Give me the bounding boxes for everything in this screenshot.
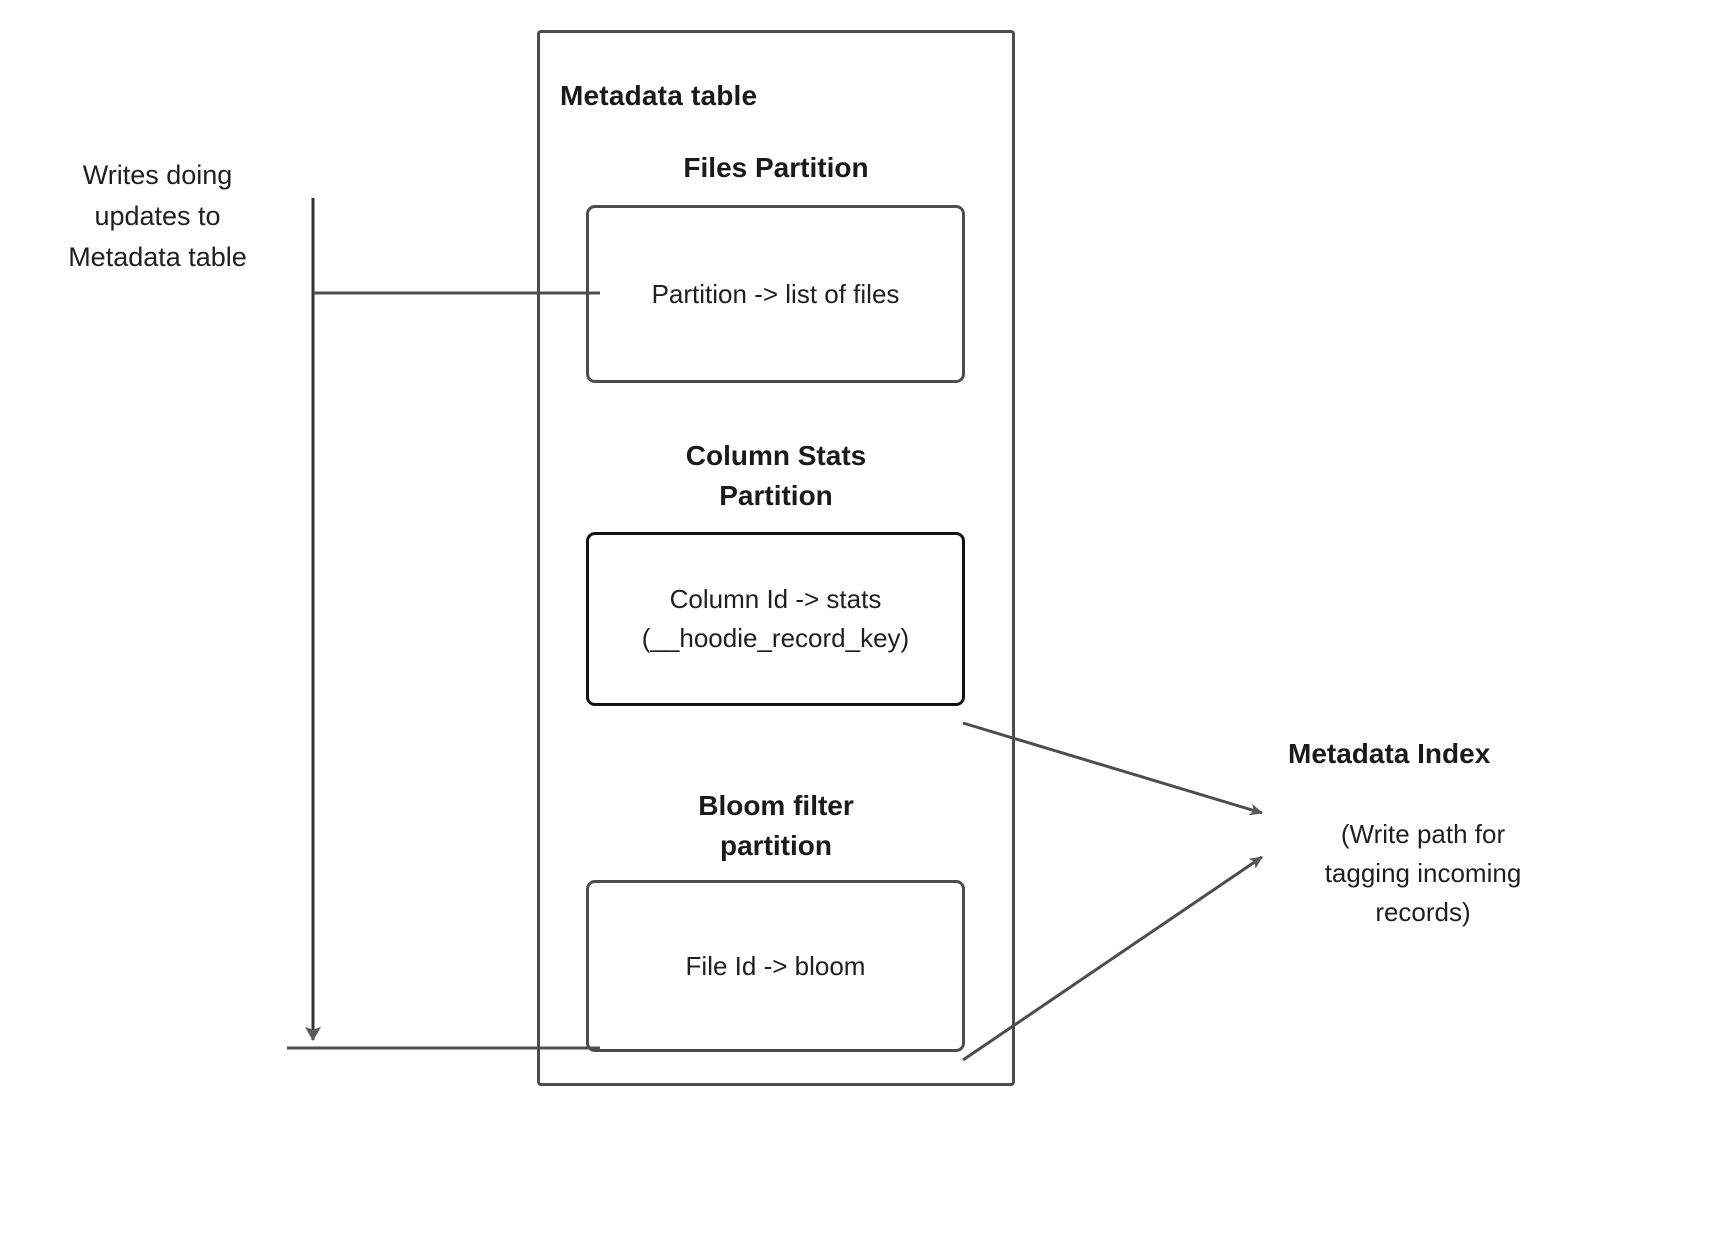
- files-partition-box-text: Partition -> list of files: [651, 278, 900, 309]
- column-stats-partition-box-text: Column Id -> stats (__hoodie_record_key): [641, 584, 910, 653]
- metadata-index-title: Metadata Index: [1288, 738, 1491, 769]
- column-stats-partition-heading: Column Stats Partition: [685, 440, 867, 511]
- bloom-filter-partition-heading: Bloom filter partition: [698, 790, 854, 861]
- metadata-table-container: [537, 30, 1015, 1086]
- column-stats-partition-box: Column Id -> stats (__hoodie_record_key): [586, 532, 965, 706]
- bloom-filter-partition-box-text: File Id -> bloom: [685, 950, 866, 981]
- metadata-index-caption: (Write path for tagging incoming records…: [1324, 819, 1522, 927]
- bloom-filter-partition-box: File Id -> bloom: [586, 880, 965, 1052]
- metadata-table-title: Metadata table: [560, 80, 758, 111]
- writes-note-label: Writes doing updates to Metadata table: [68, 160, 247, 272]
- files-partition-box: Partition -> list of files: [586, 205, 965, 383]
- files-partition-heading: Files Partition: [683, 152, 869, 183]
